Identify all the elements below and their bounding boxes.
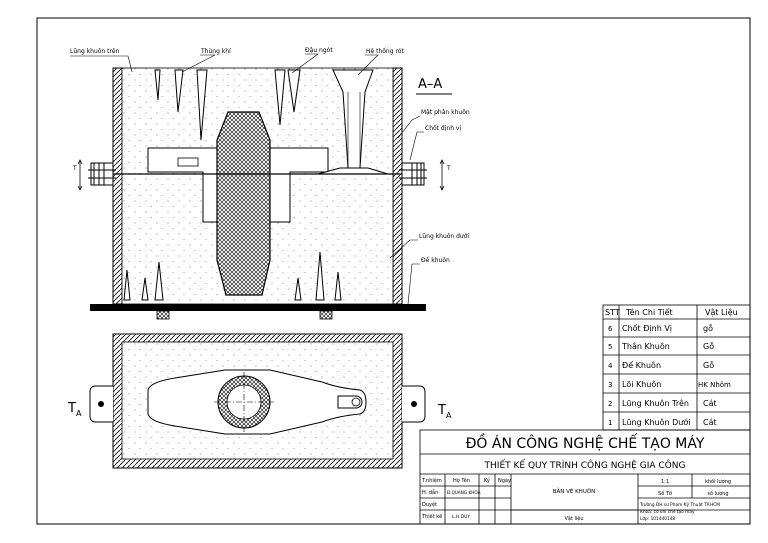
cavity-notch <box>177 157 199 167</box>
plan-view <box>89 333 426 469</box>
parts-header-stt: STT <box>605 308 620 317</box>
flask-left-wall <box>112 67 123 305</box>
section-view: T T A–A <box>72 67 452 320</box>
label-locating-pin: Chốt định vị <box>425 125 461 132</box>
parts-row-4-stt: 4 <box>608 362 613 370</box>
faculty-name: Khoa: cơ khí chế tạo máy <box>640 508 695 515</box>
parts-row-2-name: Lũng Khuôn Trên <box>622 398 689 408</box>
parts-row-3-name: Lõi Khuôn <box>622 379 661 389</box>
parts-row-6-name: Chốt Định Vị <box>622 323 672 334</box>
vent-spikes <box>154 69 301 141</box>
role-approver: Duyệt <box>422 501 437 508</box>
col-header-date: Ngày <box>498 477 511 484</box>
sheet-border <box>36 17 751 525</box>
section-title: A–A <box>418 77 442 92</box>
project-title: ĐỒ ÁN CÔNG NGHỆ CHẾ TẠO MÁY <box>466 433 705 452</box>
parts-row-5-material: Gỗ <box>703 341 714 351</box>
vent-spikes-bottom <box>123 251 342 301</box>
section-mark-left: T <box>67 401 76 416</box>
locating-pin-left <box>88 162 116 186</box>
parts-row-5-stt: 5 <box>608 343 612 351</box>
sheet-label: Số Tờ <box>658 490 673 497</box>
school-name: Trường ĐH sư Phạm Kỹ Thuật TP.HCM <box>639 501 720 508</box>
flask-right-wall <box>392 67 403 305</box>
parts-row-5-name: Thân Khuôn <box>621 341 670 351</box>
leaders <box>70 53 424 305</box>
label-top-flask: Lũng khuôn trên <box>70 48 120 55</box>
col-header-role: T.nhiệm <box>421 477 442 484</box>
class-code: Lớp: 101440148 <box>640 515 675 522</box>
base-foot-right <box>319 310 333 320</box>
label-bottom-flask: Lũng khuôn dưới <box>419 233 469 240</box>
parts-table-text: STT Tên Chi Tiết Vật Liệu 6 Chốt Định Vị… <box>605 307 738 427</box>
parts-header-name: Tên Chi Tiết <box>625 307 673 317</box>
role-supervisor: H. dẫn <box>422 489 438 496</box>
supervisor-name: Đ.QUANG KHOA <box>447 490 481 495</box>
parts-row-2-stt: 2 <box>608 400 612 408</box>
parts-header-material: Vật Liệu <box>705 307 738 318</box>
mass-label: khối lượng <box>705 478 731 485</box>
section-mark-right: T <box>437 403 446 418</box>
parts-row-6-material: gỗ <box>703 323 713 333</box>
parts-row-4-material: Gỗ <box>703 360 714 370</box>
title-block-text: ĐỒ ÁN CÔNG NGHỆ CHẾ TẠO MÁY THIẾT KẾ QUY… <box>421 433 731 522</box>
parts-row-2-material: Cát <box>703 399 717 408</box>
parts-row-1-stt: 1 <box>608 419 612 427</box>
parts-row-1-material: Cát <box>703 418 717 427</box>
base-foot-left <box>156 310 170 320</box>
col-header-sign: Ký <box>484 477 490 484</box>
label-parting-line: Mặt phân khuôn <box>421 109 470 116</box>
scale-value: 1:1 <box>661 479 669 485</box>
project-subtitle: THIẾT KẾ QUY TRÌNH CÔNG NGHỆ GIA CÔNG <box>484 459 686 471</box>
drawing-name: BẢN VẼ KHUÔN <box>553 487 596 495</box>
parts-row-6-stt: 6 <box>608 325 613 333</box>
label-riser: Đậu ngót <box>305 47 333 54</box>
role-designer: Thiết kế <box>421 513 443 520</box>
designer-name: L.H.DUY <box>452 514 470 520</box>
arrow-mark-left-top: T <box>72 165 77 172</box>
label-sprue: Hệ thống rót <box>366 48 404 55</box>
section-mark-right-letter: A <box>446 411 452 420</box>
arrow-mark-right-top: T <box>446 165 451 172</box>
count-label: số lượng <box>707 490 728 497</box>
mold-base-plate <box>90 304 426 311</box>
section-mark-left-letter: A <box>76 409 82 418</box>
material-label: Vật liệu <box>564 515 583 522</box>
section-arrows <box>77 159 445 191</box>
parts-row-1-name: Lũng Khuôn Dưới <box>622 417 690 427</box>
parts-row-4-name: Đế Khuôn <box>622 360 661 370</box>
title-block-lines <box>419 429 751 525</box>
parts-row-3-stt: 3 <box>608 381 612 389</box>
core-mold <box>216 111 271 296</box>
label-vent: Thùng khí <box>200 48 231 55</box>
label-mold-base: Đế khuôn <box>421 257 450 264</box>
col-header-name: Họ Tên <box>453 477 470 484</box>
locating-pin-right <box>399 162 427 186</box>
parts-row-3-material: HK Nhôm <box>698 381 731 389</box>
